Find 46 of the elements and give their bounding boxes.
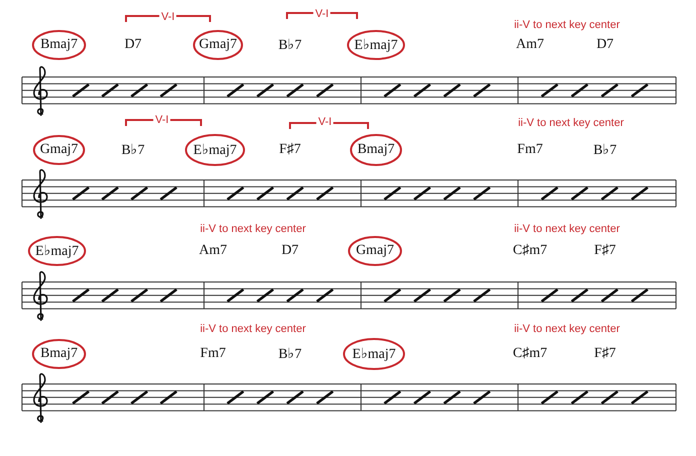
annotation-text: ii-V to next key center <box>198 323 308 335</box>
chord-symbol: E♭maj7 <box>35 243 79 260</box>
circled-chord <box>347 30 405 60</box>
chord-symbol: D7 <box>124 37 142 53</box>
chord-symbol: B♭7 <box>278 346 302 363</box>
annotation-text: ii-V to next key center <box>516 117 626 129</box>
annotation-text: V-I <box>153 114 171 126</box>
circled-chord <box>33 135 85 165</box>
chord-symbol: Bmaj7 <box>40 37 78 53</box>
annotation-text: V-I <box>159 11 177 23</box>
annotation-text: V-I <box>313 8 331 20</box>
chord-symbol: C♯m7 <box>512 346 548 362</box>
circled-chord <box>28 236 86 266</box>
circled-chord <box>348 236 402 266</box>
chord-symbol: E♭maj7 <box>354 37 398 54</box>
chord-symbol: Bmaj7 <box>40 346 78 362</box>
circled-chord <box>32 30 86 60</box>
annotation-text: ii-V to next key center <box>512 223 622 235</box>
chord-symbol: Fm7 <box>517 142 543 158</box>
chord-symbol: E♭maj7 <box>193 142 237 159</box>
chord-symbol: B♭7 <box>593 142 617 159</box>
chord-symbol: F♯7 <box>594 346 616 362</box>
chord-symbol: Fm7 <box>200 346 226 362</box>
chord-symbol: F♯7 <box>594 243 616 259</box>
chord-symbol: D7 <box>596 37 614 53</box>
chord-symbol: Am7 <box>199 243 227 259</box>
chord-symbol: Gmaj7 <box>356 243 394 259</box>
circled-chord <box>32 339 86 369</box>
chord-symbol: D7 <box>281 243 299 259</box>
chord-symbol: C♯m7 <box>512 243 548 259</box>
chord-symbol: Bmaj7 <box>357 142 395 158</box>
chord-symbol: E♭maj7 <box>352 346 396 363</box>
chord-symbol: B♭7 <box>121 142 145 159</box>
circled-chord <box>185 134 245 166</box>
chord-symbol: Am7 <box>516 37 544 53</box>
annotation-text: V-I <box>316 116 334 128</box>
circled-chord <box>350 134 402 166</box>
chord-symbol: Gmaj7 <box>198 37 238 53</box>
chord-symbol: F♯7 <box>279 142 301 158</box>
annotation-text: ii-V to next key center <box>512 19 622 31</box>
chord-symbol: Gmaj7 <box>40 142 78 158</box>
annotation-text: ii-V to next key center <box>512 323 622 335</box>
circled-chord <box>343 338 405 370</box>
chord-symbol: B♭7 <box>278 37 302 54</box>
annotation-text: ii-V to next key center <box>198 223 308 235</box>
circled-chord <box>193 30 243 60</box>
